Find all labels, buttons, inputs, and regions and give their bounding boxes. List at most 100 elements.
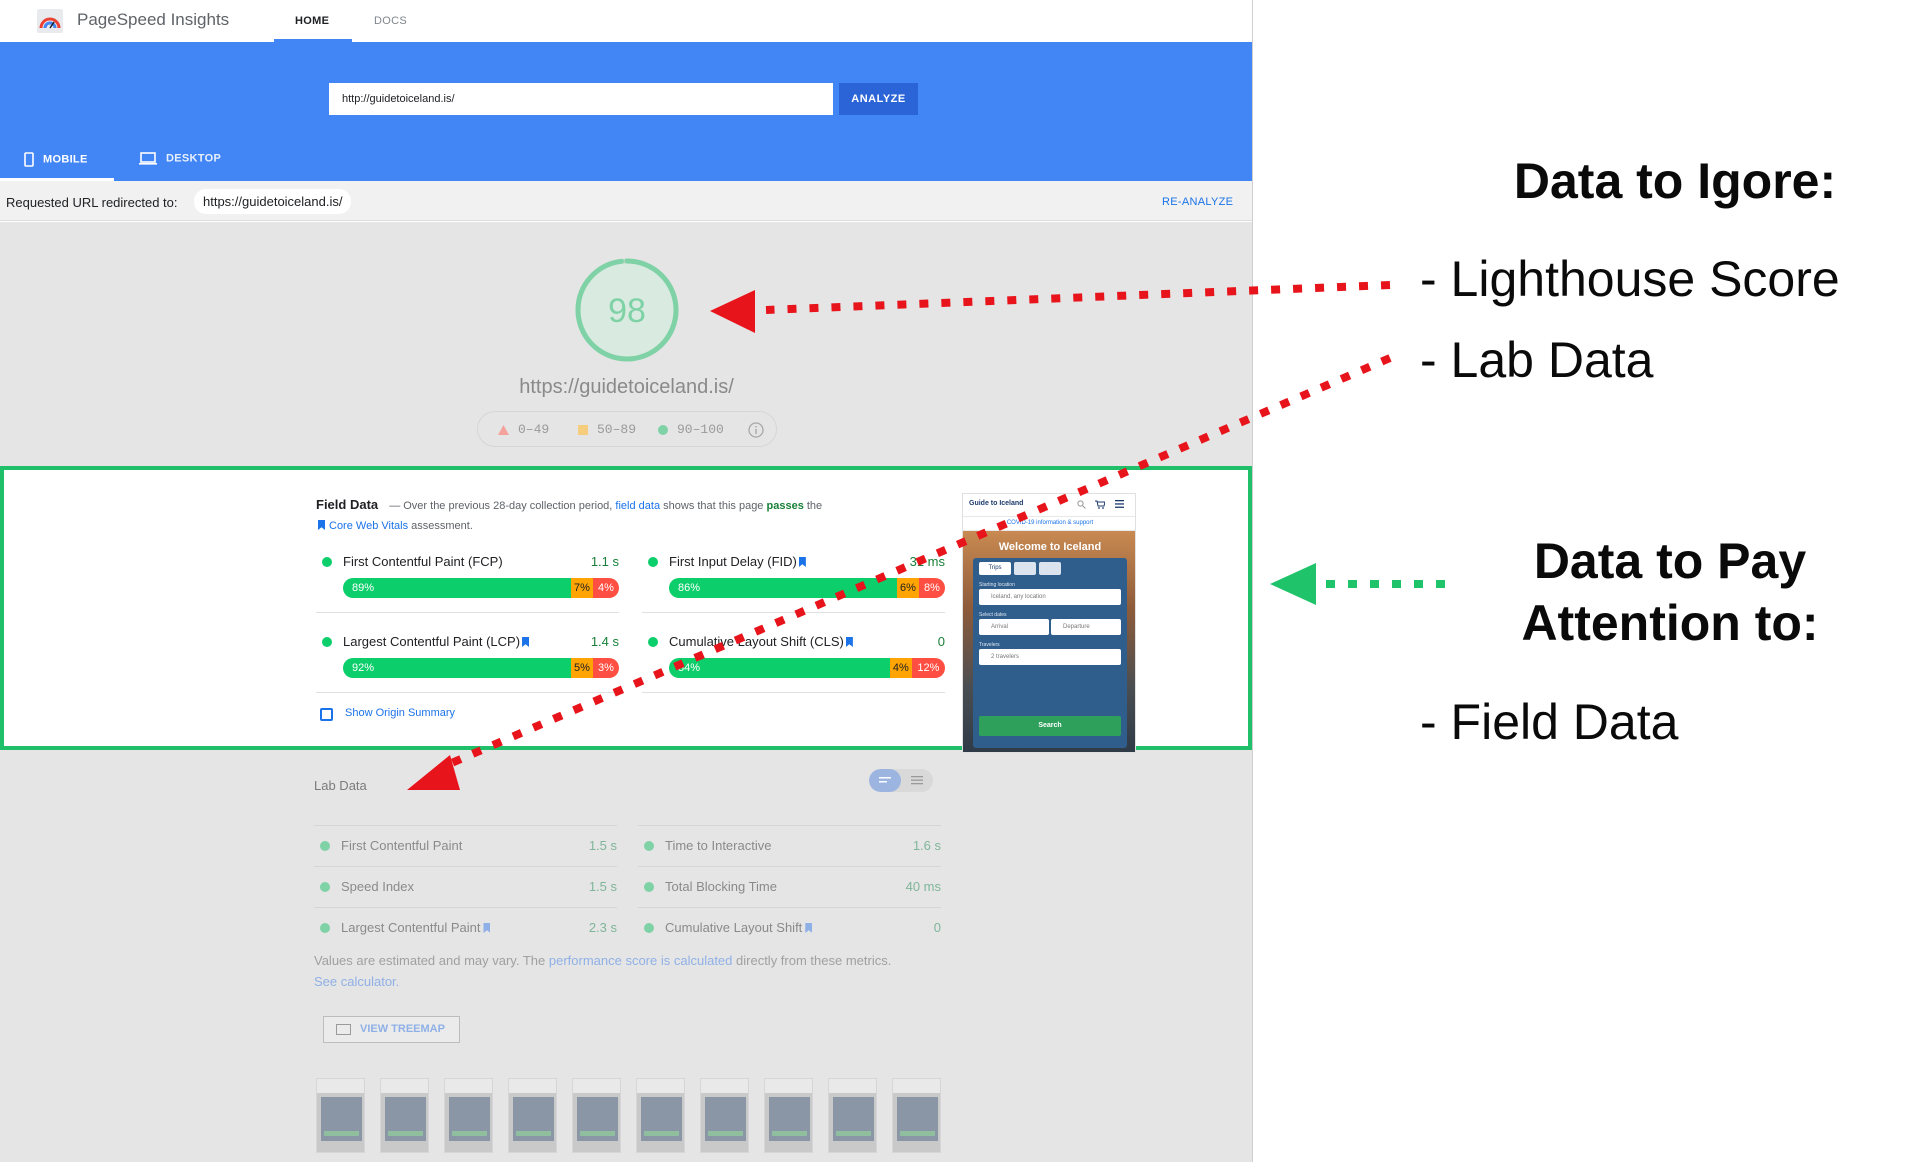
- phone-welcome: Welcome to Iceland: [998, 541, 1102, 553]
- lab-metric-name-text: Cumulative Layout Shift: [665, 920, 803, 935]
- arrow-head-field-icon: [1270, 563, 1316, 605]
- calculator-link[interactable]: See calculator.: [314, 974, 400, 989]
- lab-metric-name-text: Largest Contentful Paint: [341, 920, 481, 935]
- field-data-desc: assessment.: [411, 520, 473, 532]
- origin-summary-label[interactable]: Show Origin Summary: [345, 707, 456, 719]
- phone-search-button: Search: [979, 716, 1121, 736]
- phone-tab-car-icon: [1014, 562, 1036, 575]
- ignore-item-lab-data: - Lab Data: [1420, 332, 1654, 388]
- filmstrip-frame: [508, 1078, 557, 1153]
- bookmark-icon: [522, 637, 530, 647]
- pass-dot: [320, 841, 330, 851]
- view-treemap-button[interactable]: VIEW TREEMAP: [323, 1016, 460, 1043]
- performance-score-link[interactable]: performance score is calculated: [548, 953, 733, 968]
- metric-name: Largest Contentful Paint (LCP): [343, 634, 533, 649]
- tab-desktop-label: DESKTOP: [166, 152, 222, 165]
- lab-metric: First Contentful Paint 1.5 s: [314, 825, 617, 865]
- phone-label: Travelers: [979, 642, 1000, 648]
- field-metric-cls: Cumulative Layout Shift (CLS) 0 84% 4% 1…: [642, 630, 945, 693]
- pass-dot: [322, 637, 332, 647]
- search-hero: ANALYZE MOBILE DESKTOP: [0, 42, 1252, 181]
- redirect-label: Requested URL redirected to:: [6, 195, 178, 210]
- app-title: PageSpeed Insights: [77, 10, 230, 29]
- pagespeed-logo-icon: [37, 9, 63, 33]
- poor-segment: 12%: [911, 658, 945, 678]
- field-data-desc: shows that this page: [663, 500, 764, 512]
- passes-label: passes: [766, 500, 804, 512]
- divider: [316, 692, 619, 693]
- phone-hero: Welcome to Iceland Trips Starting locati…: [963, 531, 1135, 752]
- bookmark-icon: [798, 557, 806, 567]
- pass-dot: [648, 637, 658, 647]
- pass-dot: [322, 557, 332, 567]
- phone-label: Select dates: [979, 612, 1007, 618]
- tab-mobile-label: MOBILE: [43, 153, 88, 166]
- score-legend: 0–49 50–89 90–100: [477, 411, 777, 447]
- tab-desktop[interactable]: DESKTOP: [139, 152, 221, 165]
- lab-metric-value: 1.5 s: [588, 879, 617, 894]
- filmstrip-frame: [764, 1078, 813, 1153]
- filmstrip-frame: [316, 1078, 365, 1153]
- top-app-bar: PageSpeed Insights HOME DOCS: [0, 0, 1252, 42]
- phone-field: Arrival: [979, 619, 1049, 635]
- field-data-link[interactable]: field data: [615, 500, 661, 512]
- metric-value: 1.4 s: [590, 634, 619, 649]
- tab-mobile[interactable]: MOBILE: [24, 152, 88, 167]
- phone-tab-trips: Trips: [979, 562, 1011, 575]
- phone-tab-bus-icon: [1039, 562, 1061, 575]
- field-data-header: Field Data — Over the previous 28-day co…: [316, 495, 916, 536]
- filmstrip-frame: [380, 1078, 429, 1153]
- pass-dot: [320, 923, 330, 933]
- lab-data-note: Values are estimated and may vary. The p…: [314, 950, 914, 992]
- field-data-title: Field Data: [316, 497, 379, 512]
- pass-dot: [644, 923, 654, 933]
- mobile-icon: [24, 152, 34, 167]
- origin-summary-checkbox[interactable]: [320, 708, 333, 721]
- poor-segment: 3%: [593, 658, 619, 678]
- bookmark-icon: [845, 637, 853, 647]
- distribution-bar: 89% 7% 4%: [343, 578, 619, 598]
- tab-home[interactable]: HOME: [295, 15, 330, 27]
- url-input[interactable]: [329, 83, 833, 115]
- analyze-button[interactable]: ANALYZE: [839, 83, 918, 115]
- metric-value: 1.1 s: [590, 554, 619, 569]
- bookmark-icon: [805, 923, 813, 933]
- divider: [316, 612, 619, 613]
- lab-view-toggle[interactable]: [869, 769, 933, 792]
- tab-docs[interactable]: DOCS: [374, 15, 407, 27]
- phone-header: Guide to Iceland: [963, 494, 1135, 516]
- good-segment: 84%: [669, 658, 890, 678]
- distribution-bar: 84% 4% 12%: [669, 658, 945, 678]
- poor-segment: 8%: [919, 578, 945, 598]
- phone-field: Departure: [1051, 619, 1121, 635]
- good-segment: 92%: [343, 658, 571, 678]
- lab-metric-name: First Contentful Paint: [341, 838, 463, 853]
- info-icon[interactable]: [748, 422, 764, 438]
- lab-metric-name: Largest Contentful Paint: [341, 920, 491, 935]
- treemap-label: VIEW TREEMAP: [360, 1023, 445, 1035]
- compact-view-icon: [879, 777, 891, 783]
- redirect-url-chip: https://guidetoiceland.is/: [194, 189, 352, 214]
- core-web-vitals-link[interactable]: Core Web Vitals: [329, 520, 409, 532]
- circle-icon: [658, 424, 668, 435]
- lab-metric-value: 1.5 s: [588, 838, 617, 853]
- good-segment: 89%: [343, 578, 571, 598]
- search-icon: [1077, 500, 1086, 509]
- bookmark-icon: [318, 520, 325, 530]
- poor-segment: 4%: [593, 578, 619, 598]
- field-data-desc: — Over the previous 28-day collection pe…: [389, 500, 613, 512]
- field-metric-fcp: First Contentful Paint (FCP) 1.1 s 89% 7…: [316, 550, 619, 613]
- average-segment: 6%: [897, 578, 919, 598]
- bookmark-icon: [483, 923, 491, 933]
- expanded-view-icon: [911, 776, 923, 785]
- average-segment: 5%: [571, 658, 593, 678]
- menu-icon: [1115, 500, 1124, 508]
- reanalyze-button[interactable]: RE-ANALYZE: [1162, 196, 1234, 208]
- metric-name: Cumulative Layout Shift (CLS): [669, 634, 857, 649]
- lab-metric-value: 1.6 s: [912, 838, 941, 853]
- phone-field: Iceland, any location: [979, 589, 1121, 605]
